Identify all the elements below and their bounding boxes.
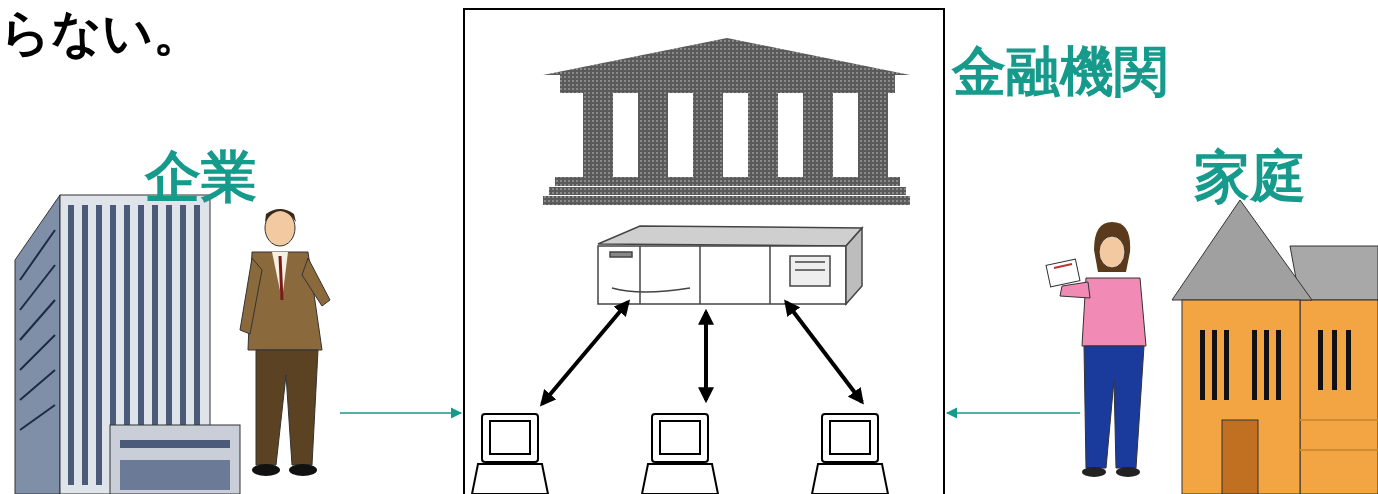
node-heading: 企業 <box>145 146 257 208</box>
flow-arrow <box>340 412 461 414</box>
actor-group: 家庭 <box>1082 140 1372 494</box>
bank-temple <box>543 38 910 205</box>
node-heading: 金融機関 <box>952 42 1168 101</box>
woman <box>1046 222 1146 477</box>
actor-group: 企業 <box>10 140 338 494</box>
data-arrow <box>542 302 862 404</box>
slide-text: らない。 <box>0 6 203 61</box>
system-frame: 金融機関 <box>463 8 945 494</box>
businessman <box>240 209 330 476</box>
house <box>1172 200 1378 494</box>
server-machine <box>598 226 862 304</box>
office-building <box>15 195 240 494</box>
laptop-terminal <box>472 414 888 494</box>
node-heading: 家庭 <box>1194 146 1306 208</box>
flow-arrow <box>947 412 1080 414</box>
